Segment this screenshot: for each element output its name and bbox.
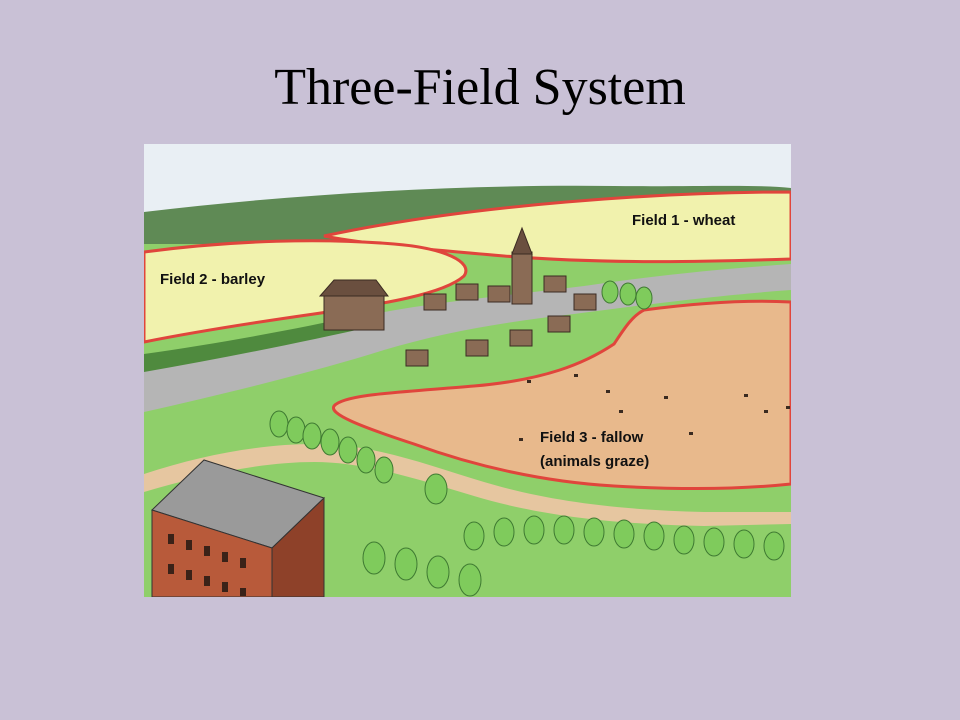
house [487,285,511,303]
church [511,251,533,305]
dirt-track [144,444,791,526]
house [573,293,597,311]
village [318,226,597,367]
three-field-illustration: Field 1 - wheat Field 2 - barley Field 3… [144,144,791,597]
house [543,275,567,293]
hedge-row [144,314,374,372]
house [465,339,489,357]
house [455,283,479,301]
field-3-label-line-2: (animals graze) [540,453,649,470]
barn [323,293,385,331]
grazing-animals [519,374,790,441]
house [405,349,429,367]
tree-line [269,280,785,597]
field-1-label: Field 1 - wheat [632,212,735,229]
field-2-barley [144,239,468,344]
house [423,293,447,311]
field-3-fallow [332,299,791,490]
manor-house [151,459,325,597]
house [509,329,533,347]
field-2-label: Field 2 - barley [160,271,266,288]
slide-title: Three-Field System [274,59,686,116]
house [547,315,571,333]
field-3-label-line-1: Field 3 - fallow [540,429,644,446]
